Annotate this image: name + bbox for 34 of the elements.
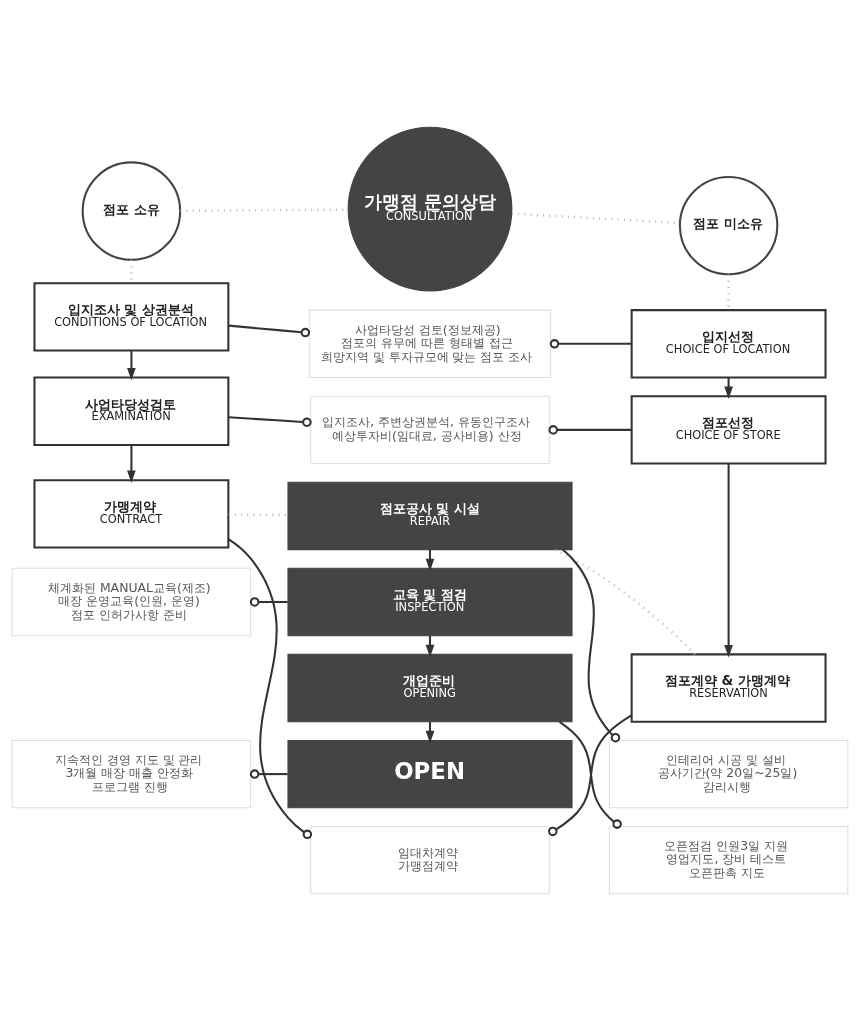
node-box: 점포공사 및 시설 REPAIR	[287, 481, 573, 550]
node-box: 개업준비 OPENING	[287, 653, 573, 722]
node-box: 입지조사, 주변상권분석, 유동인구조사 예상투자비(임대료, 공사비용) 산정	[310, 395, 550, 464]
node-box: 오픈점검 인원3일 지원 영업지도, 장비 테스트 오픈판촉 지도	[608, 825, 849, 894]
arrow	[127, 444, 136, 483]
node-box: OPEN	[287, 739, 573, 808]
node-circle: 가맹점 문의상담 CONSULTATION	[347, 126, 513, 291]
node-box: 임대차계약 가맹점계약	[310, 825, 550, 894]
connector	[562, 548, 621, 742]
node-box: 사업타당성검토 EXAMINATION	[33, 376, 230, 446]
node-box: 체계화된 MANUAL교육(제조) 매장 운영교육(인원, 운영) 점포 인허가사항 준비	[11, 567, 252, 636]
node-circle: 점포 미소유	[678, 175, 779, 275]
node-box: 점포선정 CHOICE OF STORE	[630, 394, 827, 465]
connector	[249, 596, 288, 607]
node-box: 교육 및 점검 INSPECTION	[287, 567, 573, 636]
node-box: 인테리어 시공 및 설비 공사기간(약 20일~25일) 감리시행	[608, 739, 849, 808]
connector	[548, 714, 633, 836]
node-box: 지속적인 경영 지도 및 관리 3개월 매장 매출 안정화 프로그램 진행	[11, 739, 252, 808]
connector	[228, 415, 312, 427]
connector	[558, 720, 622, 829]
connector	[249, 768, 288, 779]
connector	[549, 338, 632, 349]
node-box: 입지조사 및 상권분석 CONDITIONS OF LOCATION	[33, 281, 230, 352]
node-box: 사업타당성 검토(정보제공) 점포의 유무에 따른 형태별 접근 희망지역 및 투자규모에 맞는 점포 조사	[308, 309, 552, 378]
connector	[548, 424, 632, 435]
arrow	[127, 350, 136, 380]
node-box: 점포계약 & 가맹계약 RESERVATION	[630, 652, 827, 723]
connector	[227, 537, 313, 839]
connector	[553, 548, 696, 655]
connector	[228, 324, 311, 337]
node-box: 입지선정 CHOICE OF LOCATION	[630, 308, 827, 379]
node-box: 가맹계약 CONTRACT	[33, 478, 230, 549]
node-circle: 점포 소유	[81, 160, 182, 261]
arrow	[724, 463, 733, 657]
